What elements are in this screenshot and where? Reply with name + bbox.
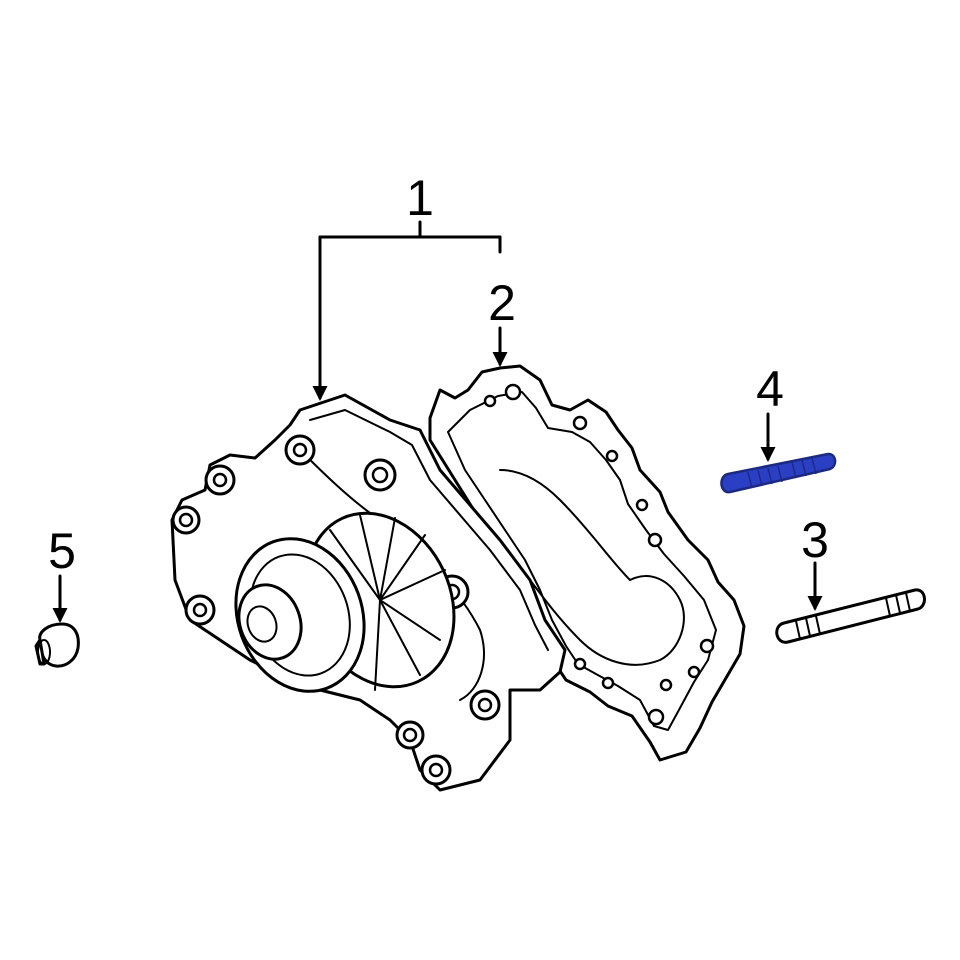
gasket-bolt-hole bbox=[687, 665, 701, 679]
callout-1-bracket bbox=[312, 220, 502, 401]
gasket-bolt-hole bbox=[483, 394, 497, 408]
pump-vanes bbox=[329, 514, 446, 691]
callout-4-label: 4 bbox=[756, 361, 784, 417]
gasket-bolt-hole bbox=[573, 657, 587, 671]
pump-bolt-hole bbox=[477, 697, 493, 713]
gasket-bolt-hole bbox=[572, 415, 588, 431]
gasket-bolt-hole bbox=[601, 676, 615, 690]
pump-bolt-hole bbox=[212, 472, 228, 488]
gasket-bolt-hole bbox=[647, 708, 665, 726]
water-pump-part-1[interactable] bbox=[170, 393, 567, 792]
pump-bolt-hole bbox=[192, 602, 208, 618]
gasket-bolt-hole bbox=[659, 678, 673, 692]
plug-part-5[interactable] bbox=[34, 622, 80, 668]
callout-2-label: 2 bbox=[488, 275, 516, 331]
pump-bolt-hole bbox=[178, 512, 194, 528]
gasket-bolt-hole bbox=[635, 498, 649, 512]
callout-1-label: 1 bbox=[406, 170, 434, 226]
gasket-bolt-hole bbox=[504, 383, 522, 401]
callout-3-label: 3 bbox=[801, 512, 829, 568]
pump-bolt-hole bbox=[371, 466, 389, 484]
pump-bolt-hole bbox=[292, 442, 308, 458]
gasket-bolt-hole bbox=[647, 532, 663, 548]
callout-5-label: 5 bbox=[48, 523, 76, 579]
gasket-bolt-hole bbox=[699, 638, 715, 654]
pump-bolt-hole bbox=[428, 762, 444, 778]
pump-hub bbox=[237, 583, 303, 661]
gasket-bolt-hole bbox=[605, 449, 619, 463]
stud-part-3[interactable] bbox=[775, 588, 926, 644]
stud-part-4[interactable] bbox=[720, 452, 837, 494]
pump-bolt-hole bbox=[402, 727, 418, 743]
